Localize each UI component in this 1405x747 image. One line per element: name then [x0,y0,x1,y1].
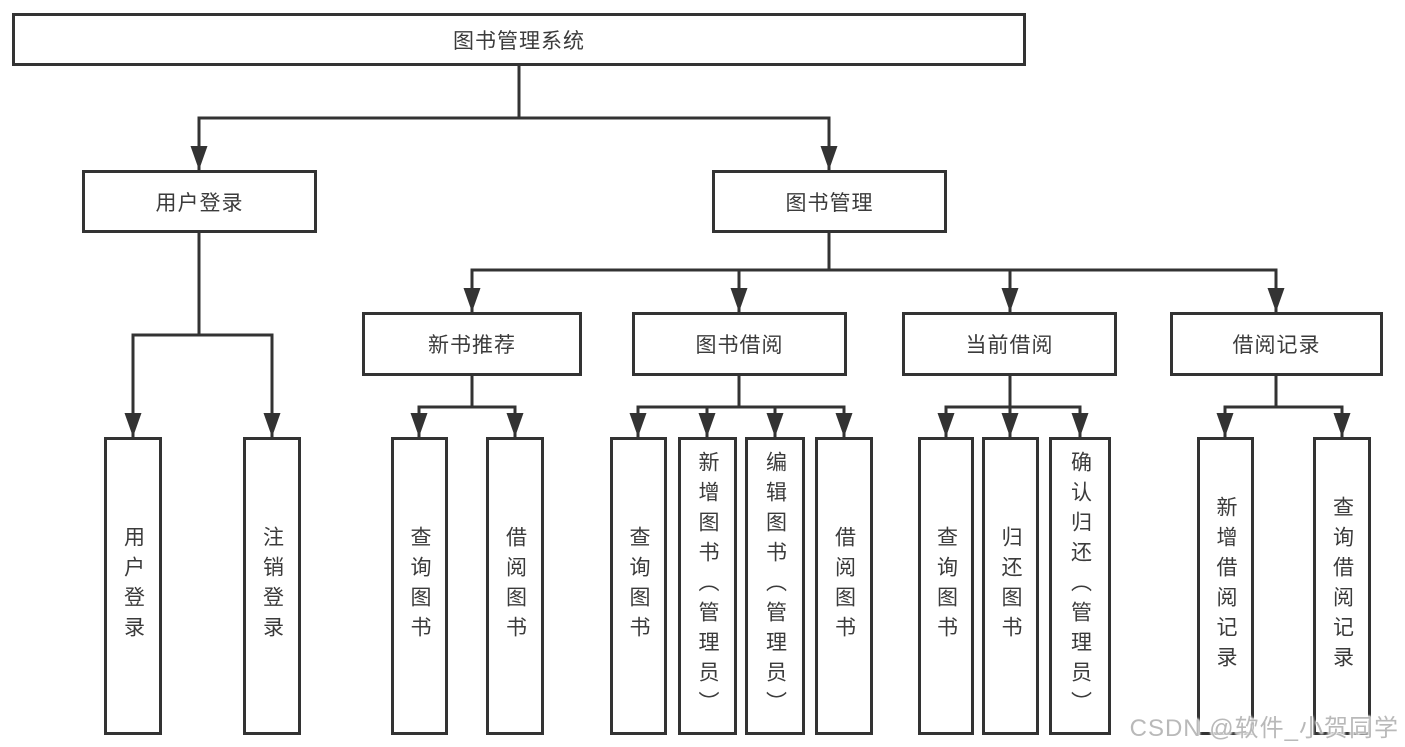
leaf-return-books: 归还图书 [982,437,1039,735]
leaf-query-borrow-record: 查询借阅记录 [1313,437,1371,735]
connector-book-borrow-children [629,376,853,437]
csdn-watermark: CSDN @软件_小贺同学 [1129,715,1399,742]
leaf-query-books-newbook: 查询图书 [391,437,448,735]
leaf-query-books-current: 查询图书 [918,437,974,735]
leaf-edit-book-admin: 编辑图书（管理员） [745,437,805,735]
node-borrowing-records: 借阅记录 [1170,312,1383,376]
leaf-query-books-borrowing: 查询图书 [610,437,667,735]
connector-user-login-children [124,233,281,437]
node-new-book-recommend: 新书推荐 [362,312,582,376]
connector-book-mgmt-children [463,233,1285,312]
connector-root-to-level2 [190,66,838,170]
leaf-add-book-admin: 新增图书（管理员） [678,437,737,735]
connector-new-book-children [410,376,524,437]
leaf-confirm-return-admin: 确认归还（管理员） [1049,437,1111,735]
connector-borrow-records-children [1216,376,1351,437]
node-library-management-system: 图书管理系统 [12,13,1026,66]
leaf-user-login: 用户登录 [104,437,162,735]
node-book-management: 图书管理 [712,170,947,233]
node-user-login: 用户登录 [82,170,317,233]
leaf-logout-login: 注销登录 [243,437,301,735]
leaf-borrow-books-newbook: 借阅图书 [486,437,544,735]
connector-current-borrow-children [937,376,1089,437]
leaf-add-borrow-record: 新增借阅记录 [1197,437,1254,735]
leaf-borrow-books-borrowing: 借阅图书 [815,437,873,735]
node-current-borrowing: 当前借阅 [902,312,1117,376]
node-book-borrowing: 图书借阅 [632,312,847,376]
